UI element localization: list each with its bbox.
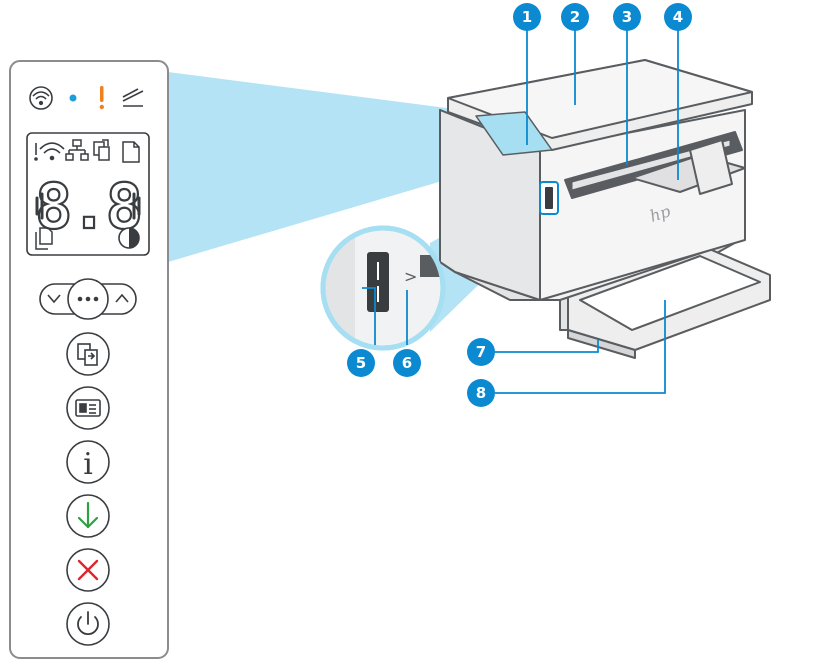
network-icon [65, 139, 89, 161]
svg-text:5: 5 [356, 354, 366, 372]
menu-button[interactable] [67, 278, 109, 320]
paper-icon [122, 141, 140, 163]
warning-exclamation-icon [99, 86, 105, 110]
resume-button[interactable] [66, 494, 110, 538]
pages-icon [35, 227, 53, 250]
callout-8: 8 [467, 379, 495, 407]
callout-5: 5 [347, 349, 375, 377]
attention-dot-icon [69, 94, 77, 102]
leader-line-5 [362, 287, 376, 345]
callout-7: 7 [467, 338, 495, 366]
power-icon [77, 611, 99, 636]
svg-text:8: 8 [476, 384, 486, 402]
copy-button[interactable] [66, 332, 110, 376]
svg-text:4: 4 [673, 8, 683, 26]
svg-text:1: 1 [522, 8, 532, 26]
wireless-bars-icon [34, 142, 65, 161]
printer-status-bar [545, 187, 553, 209]
id-card-icon [75, 399, 101, 417]
lcd-display: 8.8 [26, 132, 150, 256]
svg-text:3: 3 [622, 8, 632, 26]
scan-lamp-icon [122, 88, 144, 107]
leader-line-7 [495, 340, 599, 353]
x-icon [77, 559, 99, 581]
down-arrow-icon [77, 501, 99, 529]
level-bars-left-icon [35, 192, 44, 220]
nav-button-group [39, 278, 137, 320]
cancel-button[interactable] [66, 548, 110, 592]
zoom-status-bar [367, 252, 389, 312]
printer [439, 59, 771, 359]
printer-control-panel-strip [475, 111, 553, 156]
info-icon: i [83, 447, 93, 482]
control-panel: 8.8 [9, 60, 169, 659]
toner-contrast-icon [118, 227, 140, 249]
ellipsis-icon [77, 296, 99, 302]
nav-down-button[interactable] [47, 294, 61, 304]
svg-text:2: 2 [570, 8, 580, 26]
copy-button-icon [77, 343, 98, 366]
zoom-chevron-right-icon: > [404, 267, 417, 286]
callout-1: 1 [513, 3, 541, 31]
callout-3: 3 [613, 3, 641, 31]
information-button[interactable]: i [66, 440, 110, 484]
copy-icon [93, 139, 110, 161]
chevron-down-icon [47, 294, 61, 304]
chevron-up-icon [115, 293, 129, 303]
input-tray-slot [579, 255, 761, 331]
svg-text:6: 6 [402, 354, 412, 372]
callout-4: 4 [664, 3, 692, 31]
zoom-inset: > [320, 225, 446, 351]
level-bars-right-icon [132, 192, 141, 220]
input-tray-front [567, 329, 636, 359]
output-tray-flap [689, 139, 733, 195]
nav-up-button[interactable] [115, 293, 129, 303]
power-button[interactable] [66, 602, 110, 646]
callout-2: 2 [561, 3, 589, 31]
callouts: 1 2 3 4 5 6 7 8 [347, 3, 692, 407]
leader-lines [362, 28, 679, 394]
leader-line-8 [495, 300, 666, 394]
id-copy-button[interactable] [66, 386, 110, 430]
svg-text:7: 7 [476, 343, 486, 361]
callout-6: 6 [393, 349, 421, 377]
wifi-icon [29, 86, 53, 110]
